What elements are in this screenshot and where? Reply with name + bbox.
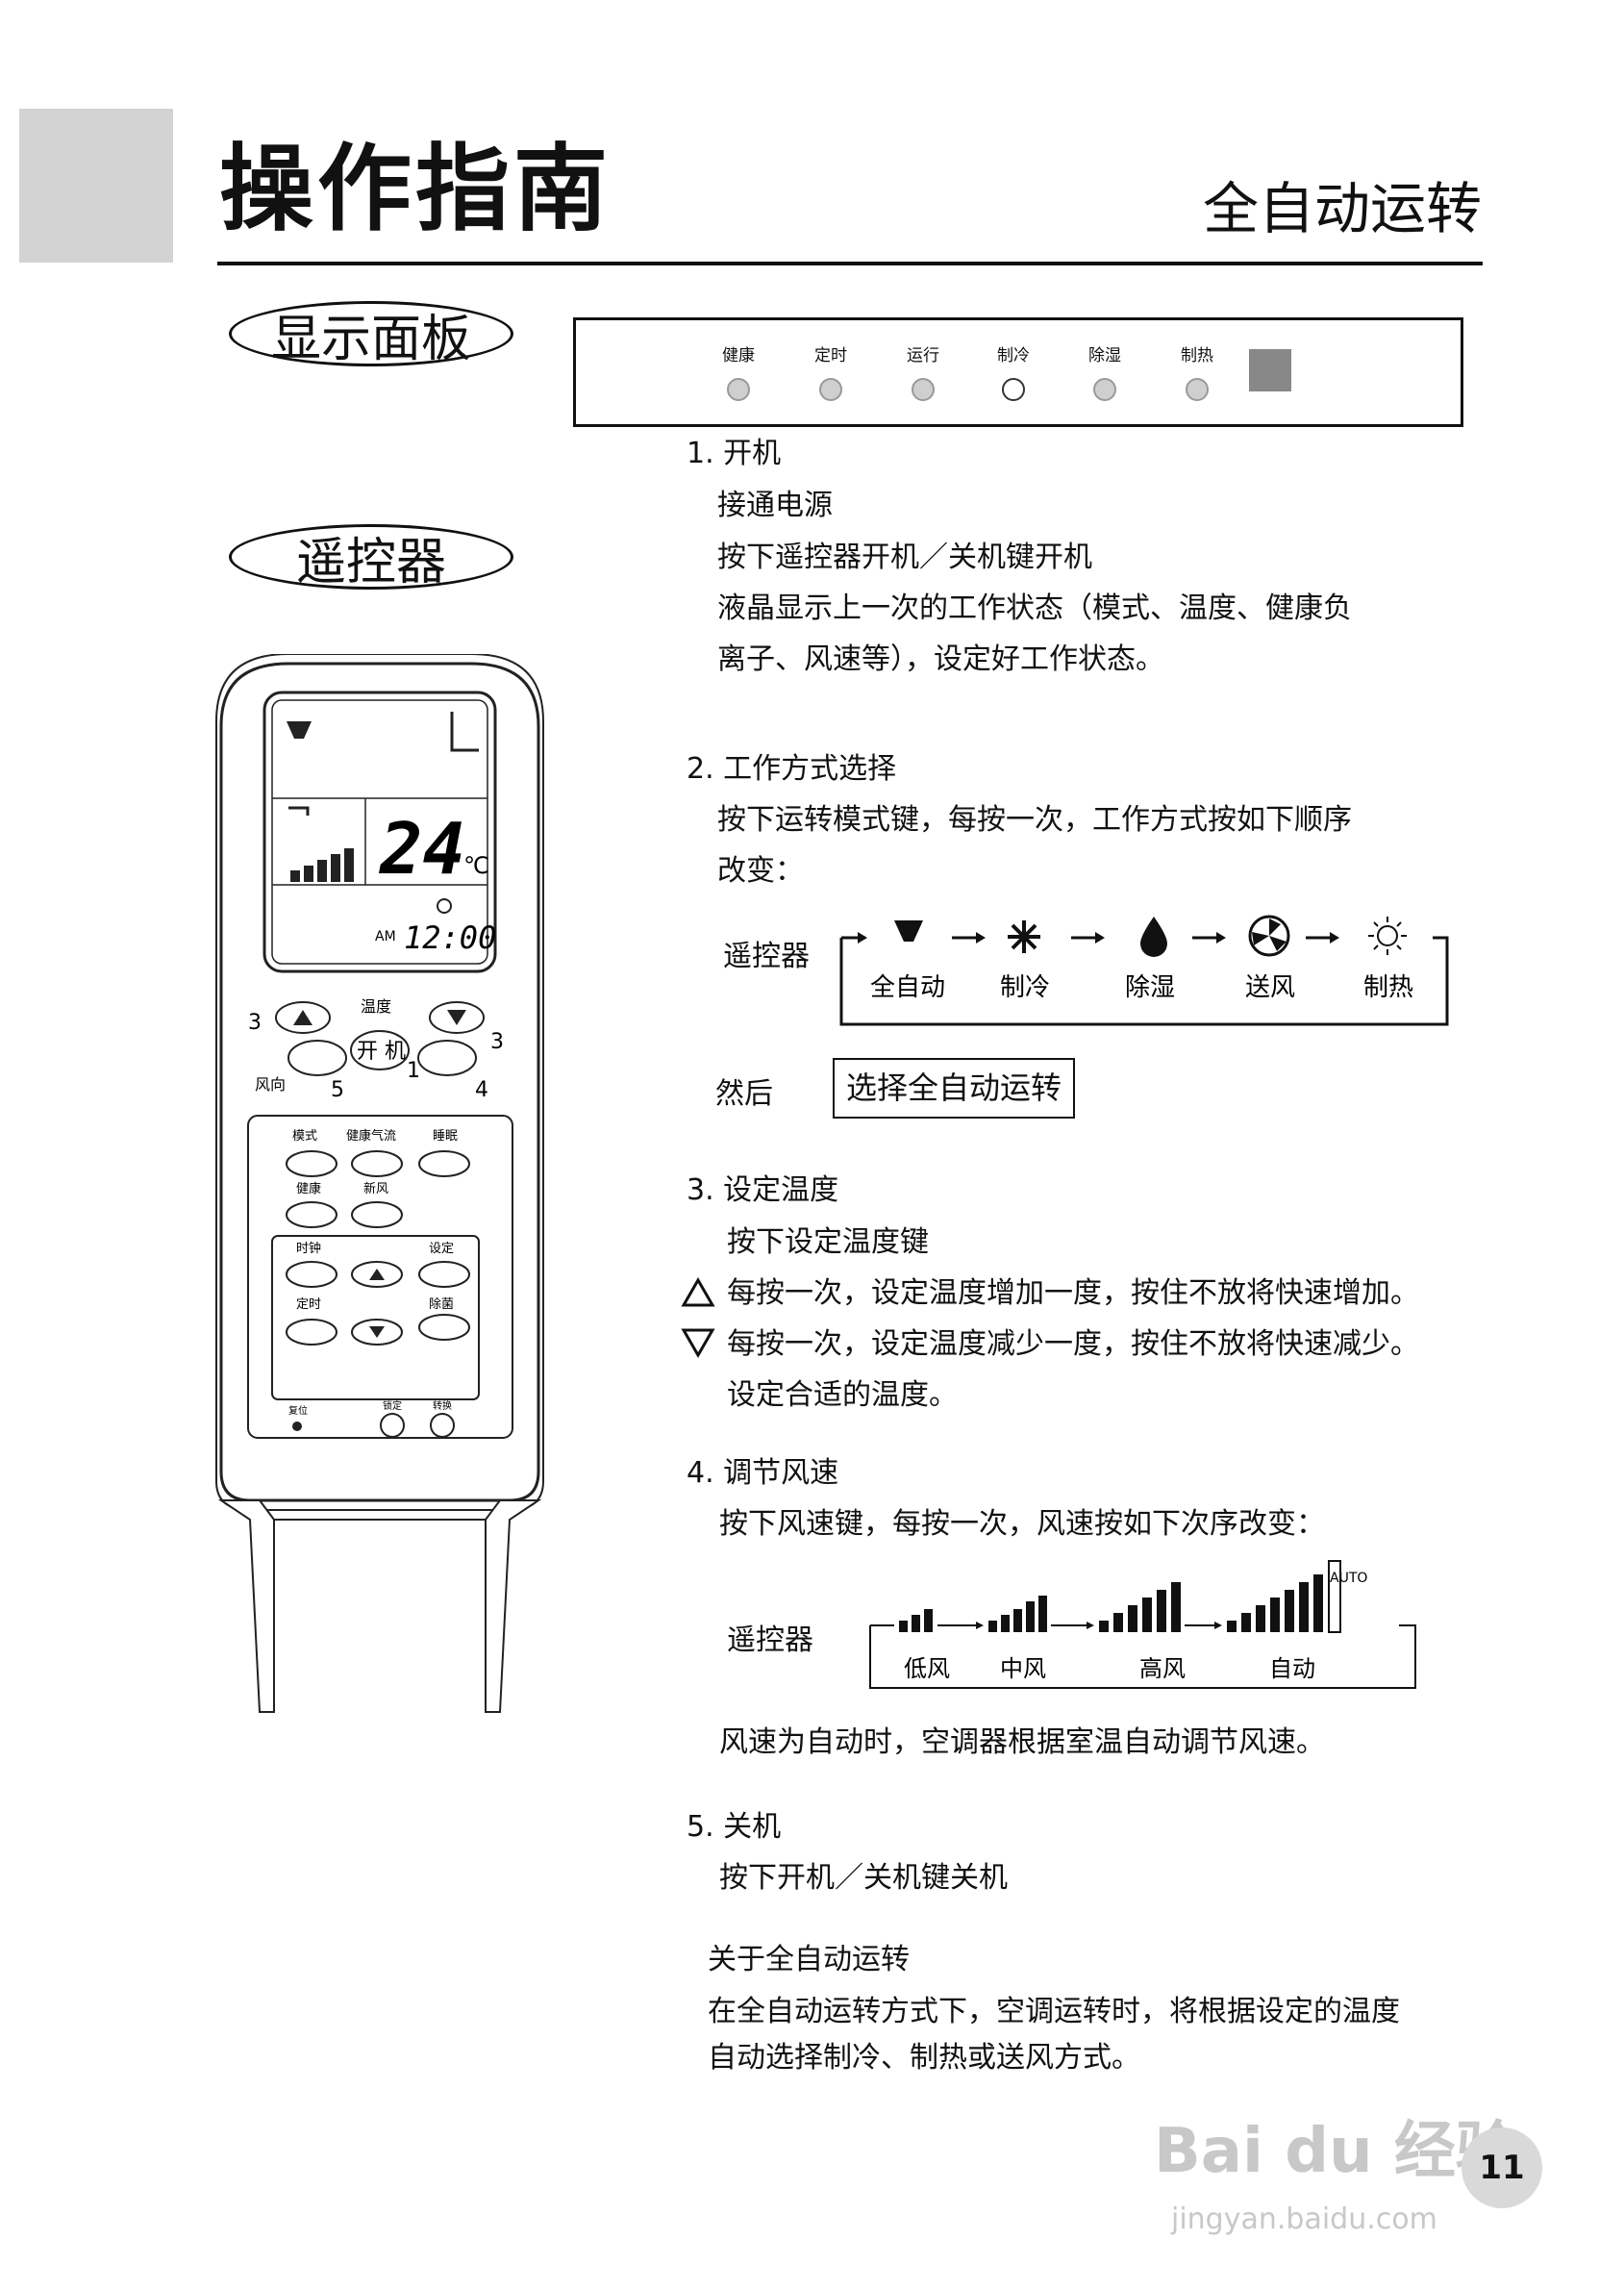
indicator-light: [1093, 378, 1116, 401]
lcd-unit: ℃: [463, 852, 489, 879]
wind-direction-label: 风向: [255, 1075, 286, 1094]
lcd-temperature: 24: [378, 808, 465, 891]
indicator-light: [819, 378, 842, 401]
about-line: 自动选择制冷、制热或送风方式。: [708, 2041, 1140, 2075]
callout: 5: [331, 1078, 344, 1102]
receiver-window: [1249, 349, 1291, 391]
remote-control-illustration: 24 ℃ AM 12:00 温度 开 机 风向 3 3 1 5 4 2 模式 健…: [215, 654, 544, 1713]
mode-label: 除湿: [1125, 973, 1175, 1002]
page-title: 操作指南: [219, 135, 612, 244]
svg-text:设定: 设定: [429, 1242, 454, 1256]
speed-label: 低风: [904, 1655, 950, 1682]
step5-title: 5. 关机: [687, 1810, 782, 1844]
lcd-am: AM: [375, 929, 396, 944]
callout: 3: [248, 1011, 262, 1035]
step1-line: 按下遥控器开机／关机键开机: [717, 541, 1092, 574]
speed-label: 中风: [1000, 1655, 1046, 1682]
fan-speed-diagram: AUTO 低风 中风 高风 自动: [869, 1560, 1416, 1689]
corner-tab: [19, 109, 173, 263]
step1-line: 液晶显示上一次的工作状态（模式、温度、健康负: [717, 591, 1352, 625]
step3-line: 每按一次，设定温度减少一度，按住不放将快速减少。: [727, 1327, 1419, 1361]
step4-line: 按下风速键，每按一次，风速按如下次序改变：: [719, 1507, 1325, 1541]
about-title: 关于全自动运转: [708, 1943, 910, 1976]
then-label: 然后: [715, 1077, 773, 1111]
lcd-time: 12:00: [404, 919, 496, 956]
callout: 3: [490, 1030, 504, 1054]
temp-label: 温度: [361, 997, 391, 1016]
watermark-logo: Bai du 经验: [1154, 2116, 1517, 2187]
mode-label: 制热: [1363, 973, 1413, 1002]
remote-heading: 遥控器: [229, 524, 513, 591]
indicator-label: 制冷: [997, 346, 1030, 365]
step3-line: 设定合适的温度。: [727, 1378, 958, 1412]
step2-title: 2. 工作方式选择: [687, 752, 897, 786]
auto-indicator: AUTO: [1330, 1571, 1367, 1586]
indicator-label: 健康: [722, 346, 755, 365]
indicator-label: 除湿: [1088, 346, 1121, 365]
step1-line: 接通电源: [717, 489, 833, 522]
step3-line: 按下设定温度键: [727, 1225, 929, 1259]
step3-line: 每按一次，设定温度增加一度，按住不放将快速增加。: [727, 1276, 1419, 1310]
mode-sequence-diagram: 全自动 制冷 除湿 送风 制热: [839, 915, 1449, 1026]
mode-label: 送风: [1245, 973, 1295, 1002]
step2-line: 按下运转模式键，每按一次，工作方式按如下顺序: [717, 803, 1352, 837]
svg-text:复位: 复位: [288, 1404, 308, 1417]
svg-text:模式: 模式: [292, 1129, 317, 1144]
svg-text:转换: 转换: [433, 1399, 452, 1412]
indicator-panel: 健康 定时 运行 制冷 除湿 制热: [573, 317, 1463, 427]
display-panel-heading: 显示面板: [229, 301, 513, 368]
speed-label: 高风: [1139, 1655, 1186, 1682]
up-triangle-icon: [681, 1277, 715, 1307]
indicator-light-on: [1002, 378, 1025, 401]
step5-line: 按下开机／关机键关机: [719, 1861, 1008, 1895]
power-label: 开 机: [357, 1040, 406, 1064]
step1-line: 离子、风速等），设定好工作状态。: [717, 642, 1164, 676]
down-triangle-icon: [681, 1328, 715, 1358]
step2-line: 改变：: [717, 854, 804, 888]
step4-note: 风速为自动时，空调器根据室温自动调节风速。: [719, 1725, 1325, 1759]
indicator-label: 运行: [907, 346, 939, 365]
header-rule: [217, 262, 1483, 265]
svg-text:定时: 定时: [296, 1297, 321, 1312]
then-box: 选择全自动运转: [833, 1058, 1076, 1120]
callout: 1: [407, 1059, 420, 1083]
callout: 4: [475, 1078, 488, 1102]
svg-text:时钟: 时钟: [296, 1241, 321, 1256]
indicator-label: 定时: [814, 346, 847, 365]
page-subtitle: 全自动运转: [1202, 176, 1482, 241]
indicator-light: [1186, 378, 1209, 401]
indicator-label: 制热: [1181, 346, 1213, 365]
about-line: 在全自动运转方式下，空调运转时，将根据设定的温度: [708, 1995, 1400, 2028]
svg-text:健康: 健康: [296, 1181, 321, 1196]
step4-diagram-label: 遥控器: [727, 1623, 813, 1657]
svg-text:睡眠: 睡眠: [433, 1129, 458, 1144]
svg-text:健康气流: 健康气流: [346, 1128, 396, 1144]
watermark-url: jingyan.baidu.com: [1171, 2202, 1437, 2236]
page-number: 11: [1462, 2127, 1542, 2208]
mode-label: 制冷: [1000, 973, 1050, 1002]
svg-text:新风: 新风: [363, 1181, 388, 1196]
mode-label: 全自动: [870, 973, 945, 1002]
speed-label: 自动: [1269, 1655, 1315, 1682]
svg-text:除菌: 除菌: [429, 1297, 454, 1312]
svg-text:锁定: 锁定: [383, 1399, 402, 1412]
step4-title: 4. 调节风速: [687, 1456, 839, 1490]
step3-title: 3. 设定温度: [687, 1173, 839, 1207]
step2-diagram-label: 遥控器: [723, 940, 810, 973]
indicator-light: [912, 378, 935, 401]
step1-title: 1. 开机: [687, 437, 782, 470]
indicator-light: [727, 378, 750, 401]
